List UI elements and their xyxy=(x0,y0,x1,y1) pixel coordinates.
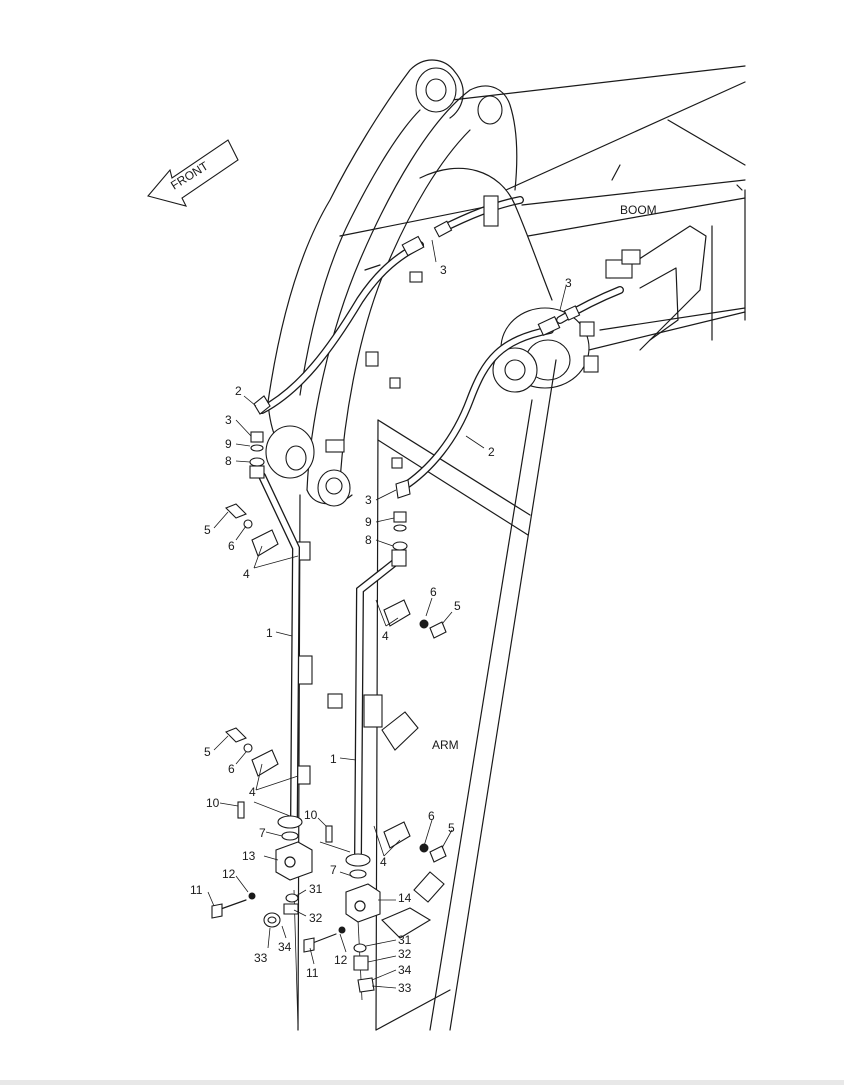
arm-label: ARM xyxy=(432,738,459,752)
callout-6: 6 xyxy=(430,585,437,599)
callout-3: 3 xyxy=(365,493,372,507)
callout-11: 11 xyxy=(190,883,203,897)
callout-9: 9 xyxy=(365,515,372,529)
callout-numbers: 3 3 2 3 9 8 2 3 9 8 5 6 4 6 5 4 1 1 5 6 … xyxy=(190,263,572,995)
arm-structure xyxy=(265,59,557,1031)
callout-2: 2 xyxy=(488,445,495,459)
boom-label: BOOM xyxy=(620,203,657,217)
callout-4: 4 xyxy=(243,567,250,581)
callout-6: 6 xyxy=(228,539,235,553)
callout-7: 7 xyxy=(330,863,337,877)
callout-12: 12 xyxy=(222,867,236,881)
callout-32: 32 xyxy=(398,947,412,961)
callout-31: 31 xyxy=(398,933,412,947)
callout-14: 14 xyxy=(398,891,412,905)
callout-31: 31 xyxy=(309,882,323,896)
callout-4: 4 xyxy=(380,855,387,869)
callout-1: 1 xyxy=(330,752,337,766)
callout-13: 13 xyxy=(242,849,256,863)
callout-34: 34 xyxy=(278,940,292,954)
callout-5: 5 xyxy=(204,745,211,759)
front-arrow-icon: FRONT xyxy=(147,139,239,207)
callout-5: 5 xyxy=(448,821,455,835)
callout-4: 4 xyxy=(382,629,389,643)
callout-8: 8 xyxy=(225,454,232,468)
callout-3: 3 xyxy=(565,276,572,290)
callout-6: 6 xyxy=(428,809,435,823)
leader-lines xyxy=(207,239,567,989)
callout-4: 4 xyxy=(249,785,256,799)
region-labels: BOOM ARM xyxy=(432,203,657,752)
callout-33: 33 xyxy=(398,981,412,995)
callout-12: 12 xyxy=(334,953,348,967)
callout-10: 10 xyxy=(304,808,318,822)
callout-34: 34 xyxy=(398,963,412,977)
fittings xyxy=(211,195,581,993)
callout-6: 6 xyxy=(228,762,235,776)
callout-9: 9 xyxy=(225,437,232,451)
callout-3: 3 xyxy=(440,263,447,277)
callout-5: 5 xyxy=(204,523,211,537)
callout-8: 8 xyxy=(365,533,372,547)
callout-33: 33 xyxy=(254,951,268,965)
callout-7: 7 xyxy=(259,826,266,840)
pipes xyxy=(258,472,402,1029)
callout-5: 5 xyxy=(454,599,461,613)
callout-32: 32 xyxy=(309,911,323,925)
callout-11: 11 xyxy=(306,966,319,980)
callout-2: 2 xyxy=(235,384,242,398)
boom-structure xyxy=(451,65,746,393)
callout-10: 10 xyxy=(206,796,220,810)
callout-3: 3 xyxy=(225,413,232,427)
callout-1: 1 xyxy=(266,626,273,640)
